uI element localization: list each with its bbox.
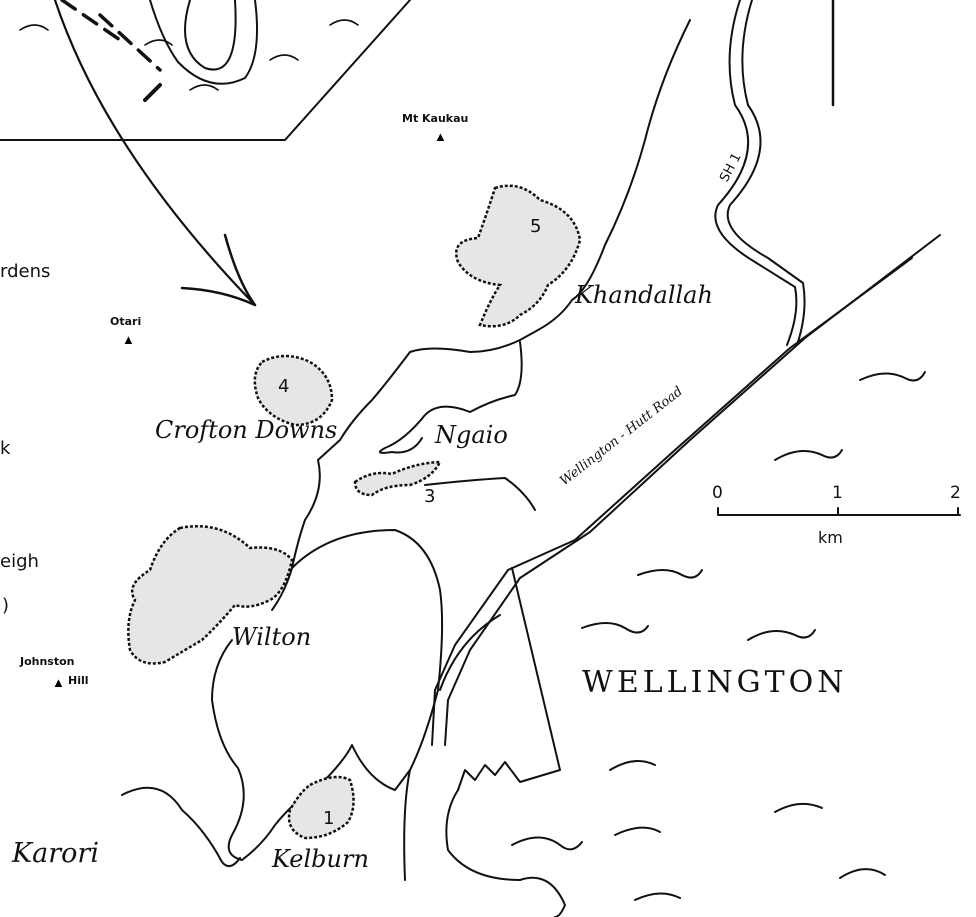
area-number-5: 5 xyxy=(530,216,542,237)
reserve-3 xyxy=(353,460,443,497)
scale-unit: km xyxy=(818,528,843,547)
cutoff-k: k xyxy=(0,438,11,459)
reserve-2 xyxy=(127,524,294,665)
wave-7 xyxy=(774,802,823,813)
inset-route xyxy=(60,0,162,72)
reserve-5 xyxy=(455,184,582,328)
hutt-road-c xyxy=(431,569,509,746)
stream-crofton xyxy=(271,399,373,611)
peak-icon-johnston: ▲ xyxy=(52,675,65,690)
wave-4 xyxy=(747,629,816,641)
stream-wilton-south xyxy=(211,639,245,861)
hutt-road-d xyxy=(444,577,521,746)
wave-12 xyxy=(19,19,359,91)
label-ngaio: Ngaio xyxy=(435,421,508,449)
area-number-4: 4 xyxy=(278,376,290,397)
reserve-1 xyxy=(287,775,355,840)
cutoff-leigh: eigh xyxy=(0,551,39,572)
wave-1 xyxy=(859,371,926,382)
inset-frame xyxy=(0,0,411,141)
label-karori: Karori xyxy=(12,838,99,869)
arrow-head xyxy=(180,233,257,307)
wave-11 xyxy=(634,892,681,901)
label-hill: Hill xyxy=(68,674,89,687)
wave-2 xyxy=(774,449,843,461)
label-mt-kaukau: Mt Kaukau xyxy=(402,112,469,125)
label-johnston: Johnston xyxy=(20,655,75,668)
stream-mid xyxy=(424,477,536,511)
label-crofton-downs: Crofton Downs xyxy=(155,416,338,444)
hutt-road-b xyxy=(519,234,941,579)
peak-icon-kaukau: ▲ xyxy=(434,129,447,144)
wave-8 xyxy=(511,836,583,851)
label-khandallah: Khandallah xyxy=(575,281,713,309)
area-number-3: 3 xyxy=(424,486,436,507)
cutoff-paren: ) xyxy=(2,595,10,616)
area-number-1: 1 xyxy=(323,808,335,829)
wave-5 xyxy=(581,622,649,634)
stream-karori xyxy=(121,786,241,868)
inset-coast xyxy=(184,0,237,71)
stream-east xyxy=(439,614,501,691)
wharf xyxy=(457,567,561,791)
stream-north xyxy=(371,19,691,401)
label-wilton: Wilton xyxy=(232,623,312,651)
stream-ngaio xyxy=(378,341,523,454)
label-kelburn: Kelburn xyxy=(272,845,369,873)
scale-bar xyxy=(717,507,961,516)
wave-10 xyxy=(839,868,886,879)
label-otari: Otari xyxy=(110,315,142,328)
reserve-4 xyxy=(253,354,334,427)
scale-label-1: 1 xyxy=(832,483,843,503)
wave-9 xyxy=(614,826,661,836)
sh1-road-b xyxy=(726,0,806,346)
wave-3 xyxy=(637,569,703,579)
inset-coast-2 xyxy=(149,0,259,85)
pointer-arrow xyxy=(53,0,257,307)
cutoff-gardens: rdens xyxy=(0,261,51,282)
wave-6 xyxy=(609,760,656,771)
sh1-road-a xyxy=(714,0,798,346)
scale-label-0: 0 xyxy=(712,483,723,503)
label-wellington: WELLINGTON xyxy=(582,665,848,700)
peak-icon-otari: ▲ xyxy=(122,332,135,347)
stream-wilton-loop xyxy=(291,529,444,881)
coast-south xyxy=(445,789,566,917)
scale-label-2: 2 xyxy=(950,483,961,503)
inset-dash-2 xyxy=(143,83,162,102)
